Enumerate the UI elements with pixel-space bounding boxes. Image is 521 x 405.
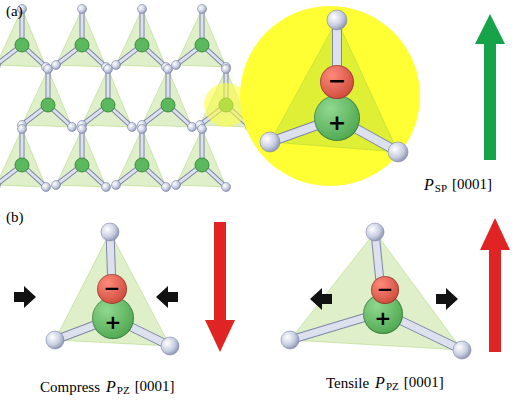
tetrahedron-face — [55, 232, 170, 346]
cation-atom — [195, 38, 209, 52]
anion-atom — [260, 132, 280, 152]
cation-atom — [15, 158, 29, 172]
anion-charge: − — [371, 276, 399, 304]
anion-atom — [366, 223, 384, 241]
polarization-subscript: PZ — [117, 385, 130, 396]
charge-sign: + — [375, 308, 392, 328]
anion-atom — [46, 331, 64, 349]
tetrahedron — [46, 223, 179, 355]
crystal-lattice — [0, 5, 255, 192]
charge-sign: + — [105, 312, 122, 332]
polarization-symbol: P — [424, 177, 434, 193]
cation-atom — [135, 38, 149, 52]
tetrahedron-face — [116, 129, 166, 187]
charge-sign: − — [377, 279, 394, 299]
tetrahedron-face — [176, 129, 226, 187]
anion-atom — [0, 181, 1, 190]
anion-atom — [18, 125, 27, 134]
anion-atom — [52, 181, 61, 190]
anion-atom — [198, 5, 207, 14]
polarization-arrow — [205, 222, 235, 352]
strain-arrow — [156, 286, 178, 308]
anion-atom — [327, 10, 347, 30]
tetrahedron-face — [0, 129, 46, 187]
tetrahedron-face — [270, 20, 398, 152]
charge-sign: + — [328, 112, 346, 134]
tetrahedron-face — [56, 9, 106, 67]
anion-atom — [188, 123, 197, 132]
anion-atom — [138, 125, 147, 134]
panel-label: (b) — [6, 210, 24, 225]
strain-arrow — [436, 288, 458, 310]
anion-atom — [138, 5, 147, 14]
anion-atom — [78, 125, 87, 134]
polarization-arrow — [475, 14, 505, 160]
tetrahedron-face — [22, 69, 72, 127]
anion-atom — [222, 65, 231, 74]
anion-atom — [281, 331, 299, 349]
anion-atom — [52, 61, 61, 70]
tetrahedron-face — [56, 129, 106, 187]
cation-charge: + — [314, 95, 360, 141]
strain-arrow — [310, 288, 332, 310]
charge-sign: − — [104, 278, 121, 298]
tetrahedron — [281, 223, 471, 359]
cation-atom — [135, 158, 149, 172]
anion-atom — [42, 183, 51, 192]
anion-atom — [164, 65, 173, 74]
anion-atom — [101, 223, 119, 241]
anion-atom — [222, 183, 231, 192]
anion-atom — [162, 183, 171, 192]
anion-atom — [161, 337, 179, 355]
cation-atom — [15, 38, 29, 52]
anion-atom — [388, 142, 408, 162]
cation-atom — [75, 158, 89, 172]
anion-atom — [112, 181, 121, 190]
anion-atom — [78, 5, 87, 14]
anion-atom — [0, 61, 1, 70]
anion-atom — [128, 123, 137, 132]
anion-atom — [112, 61, 121, 70]
anion-atom — [453, 341, 471, 359]
polarization-symbol: P — [375, 375, 385, 391]
cation-atom — [41, 98, 55, 112]
anion-atom — [44, 65, 53, 74]
polarization-subscript: SP — [435, 183, 447, 194]
tetrahedron-face — [116, 9, 166, 67]
anion-atom — [198, 125, 207, 134]
anion-atom — [102, 183, 111, 192]
crystal-direction: [0001] — [452, 177, 492, 192]
tetrahedron-face — [142, 69, 192, 127]
anion-charge: − — [320, 65, 354, 99]
charge-sign: − — [328, 70, 346, 92]
tetrahedron-face — [82, 69, 132, 127]
cation-atom — [195, 158, 209, 172]
polarization-arrow — [480, 218, 510, 352]
cation-atom — [101, 98, 115, 112]
strain-label: Compress — [40, 380, 100, 395]
tetrahedron-face — [290, 232, 462, 350]
anion-atom — [172, 181, 181, 190]
polarization-subscript: PZ — [386, 381, 399, 392]
polarization-symbol: P — [106, 379, 116, 395]
anion-atom — [68, 123, 77, 132]
tetrahedron — [260, 10, 408, 162]
strain-arrow — [14, 286, 36, 308]
crystal-direction: [0001] — [404, 375, 444, 390]
anion-charge: − — [97, 274, 127, 304]
tetrahedron-face — [176, 9, 226, 67]
cation-atom — [161, 98, 175, 112]
panel-label: (a) — [6, 4, 23, 19]
anion-atom — [172, 61, 181, 70]
zoom-highlight — [240, 6, 420, 186]
strain-label: Tensile — [326, 376, 369, 391]
crystal-direction: [0001] — [135, 379, 175, 394]
cation-atom — [75, 38, 89, 52]
anion-atom — [104, 65, 113, 74]
